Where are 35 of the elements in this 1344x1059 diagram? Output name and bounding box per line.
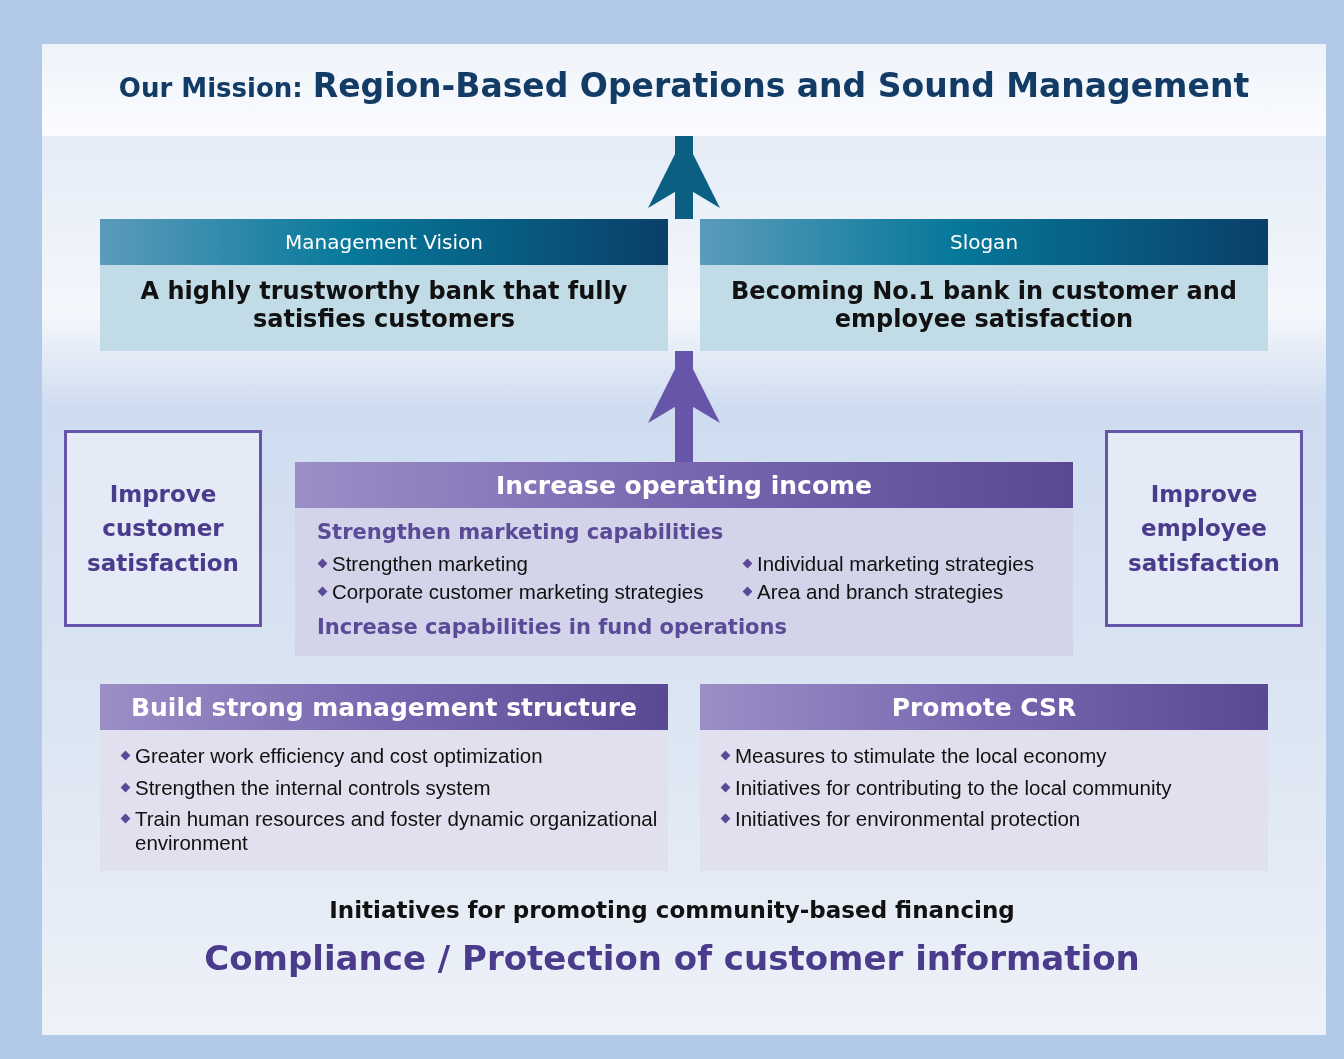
bullet-item: Initiatives for environmental protection [720,807,1268,831]
panel-box [700,219,1268,351]
panel-box [100,684,668,871]
subheading: Increase capabilities in fund operations [317,615,788,640]
box-header: Promote CSR [700,684,1268,730]
bullet-item: Area and branch strategies [742,579,1072,604]
goal-box [64,430,262,627]
statement-text: Becoming No.1 bank in customer and employee satisfaction [730,276,1238,333]
panel-box [295,462,1073,656]
panel-box [700,684,1268,871]
goal-text: Improve employee satisfaction [1127,479,1281,578]
box-header: Slogan [700,219,1268,265]
bullet-item: Strengthen marketing [317,552,742,576]
footer-text: Initiatives for promoting community-based financing [328,897,1016,923]
goal-text: Improve customer satisfaction [86,479,240,578]
footer-heading: Compliance / Protection of customer information [203,938,1141,978]
mission-label: Our Mission: [118,73,303,103]
mission-band [42,44,1326,136]
statement-text: A highly trustworthy bank that fully satisfies customers [139,276,629,333]
bullet-item: Measures to stimulate the local economy [720,744,1268,768]
arrow [648,351,720,462]
bullet-item: Strengthen the internal controls system [120,775,668,800]
bullet-item: Train human resources and foster dynamic organizational environment [120,807,668,855]
mission-title: Region-Based Operations and Sound Management [312,66,1250,105]
box-header: Management Vision [100,219,668,265]
bullet-item: Greater work efficiency and cost optimization [120,744,668,768]
goal-box [1105,430,1303,627]
bullet-item: Individual marketing strategies [742,552,1072,576]
bullet-item: Corporate customer marketing strategies [317,579,742,604]
panel-box [100,219,668,351]
subheading: Strengthen marketing capabilities [317,520,725,544]
box-header: Increase operating income [295,462,1073,508]
bullet-item: Initiatives for contributing to the local community [720,775,1268,800]
arrow [648,136,720,219]
box-header: Build strong management structure [100,684,668,730]
